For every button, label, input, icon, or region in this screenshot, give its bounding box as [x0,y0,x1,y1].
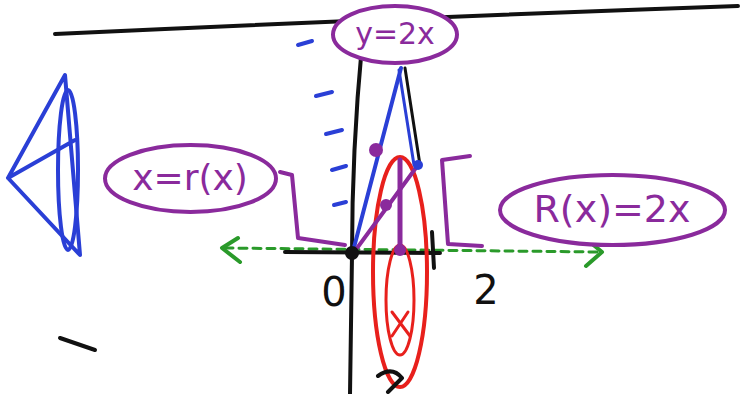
stroke-mark [378,371,402,392]
bracket [442,156,482,246]
stroke-mark [60,338,95,350]
equation-oval: y=2x [331,4,459,65]
axis-arrow [222,238,240,262]
disk-outline [373,157,427,387]
cone-sketch [8,75,80,255]
equation-text: x=r(x) [132,156,248,199]
x-axis [285,252,440,253]
equation-text: y=2x [355,16,435,52]
tick-mark [432,232,434,268]
radius-line [398,160,403,252]
equation-oval: x=r(x) [103,143,278,214]
line [399,70,414,165]
cross-mark [392,312,410,336]
disk-inner [386,245,414,355]
axis-number: 2 [473,270,498,310]
axis-ticks [298,41,346,205]
dots [345,143,423,260]
equation-text: R(x)=2x [533,187,690,233]
line-y2x [352,68,401,255]
x-axis-dashed [225,248,600,252]
axis-number: 0 [321,272,346,312]
equation-oval: R(x)=2x [498,173,727,247]
bracket [280,172,345,245]
line [352,165,418,255]
cone-base [58,90,78,250]
